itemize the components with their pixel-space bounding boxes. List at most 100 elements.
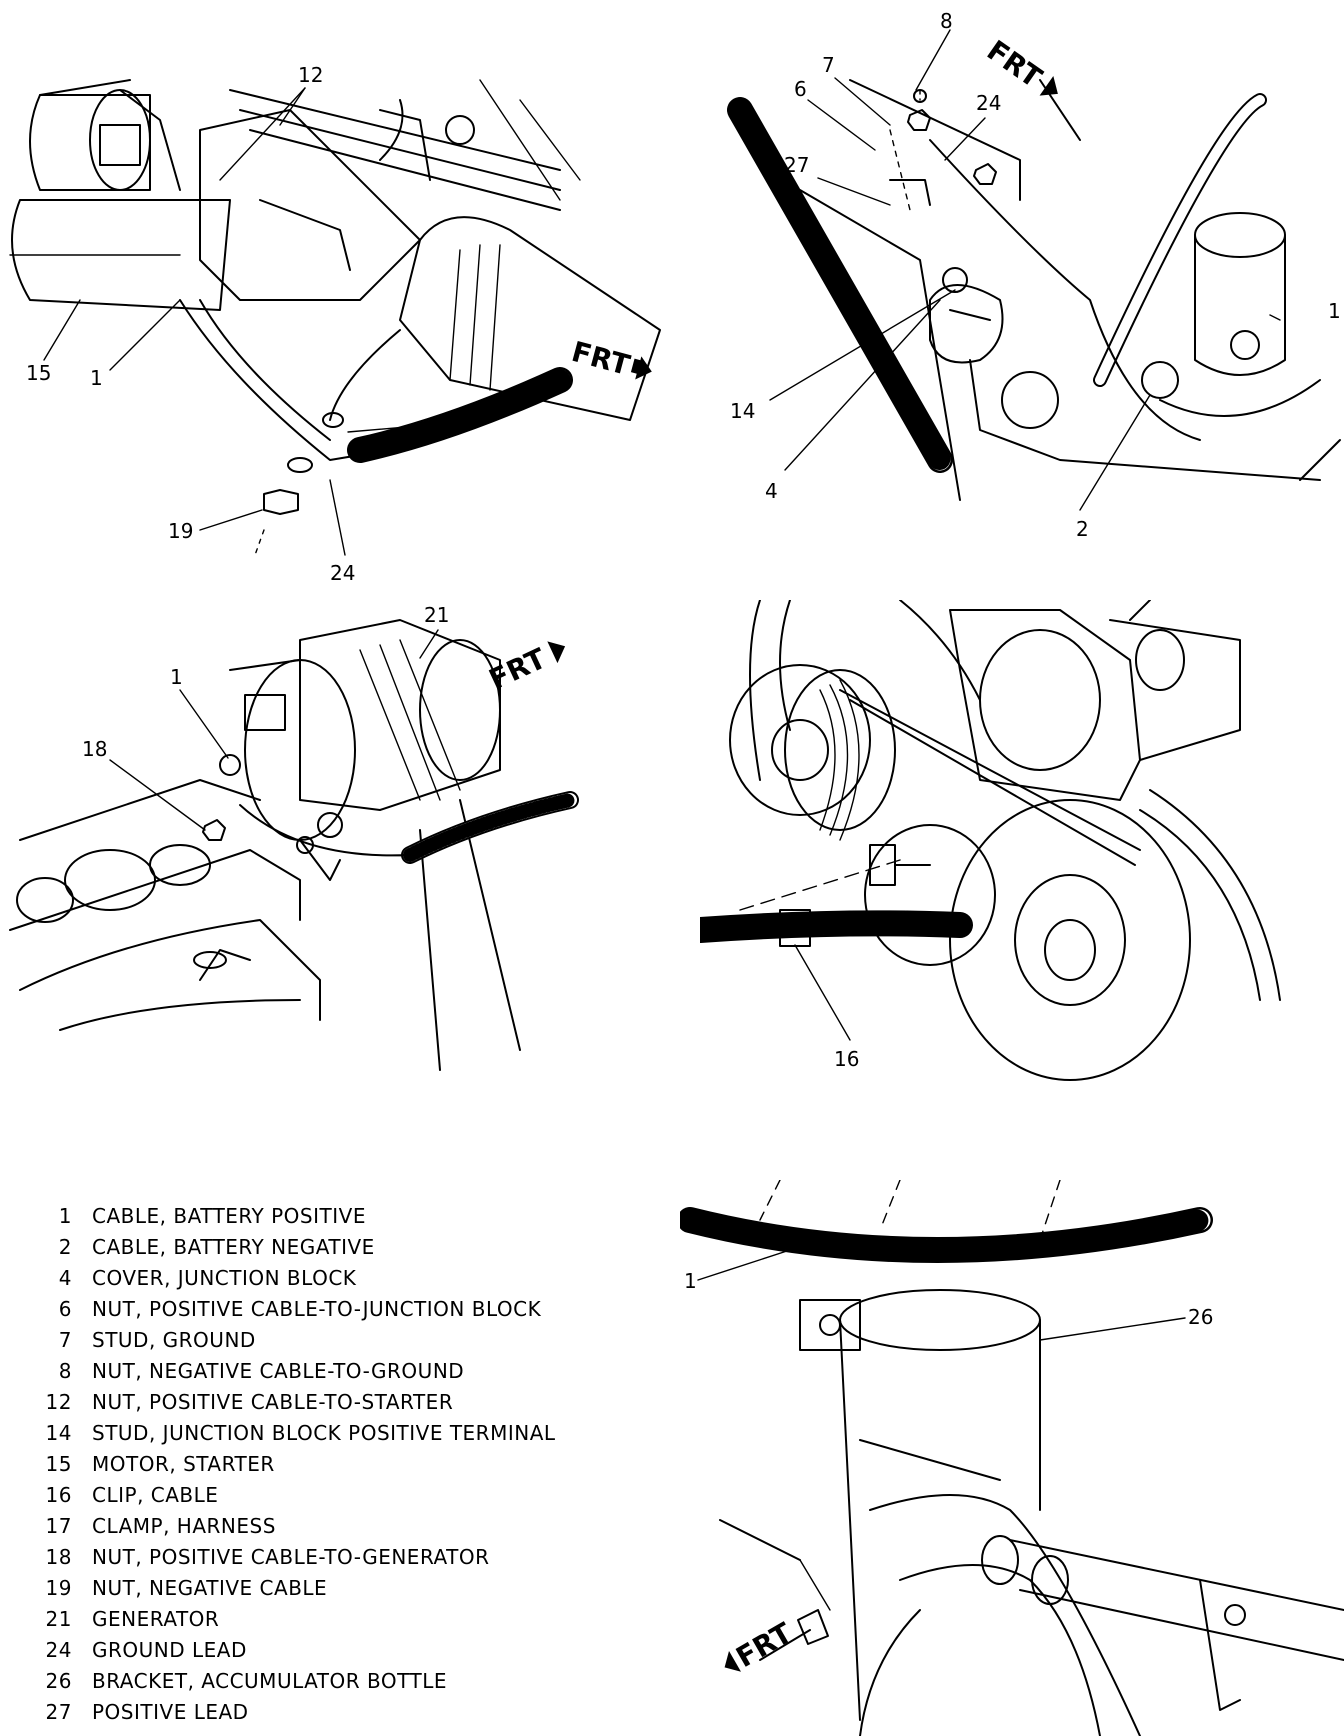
legend-item-number: 19 bbox=[45, 1575, 72, 1600]
frt-label: FRT bbox=[484, 642, 551, 697]
callout-1: 1 bbox=[1328, 299, 1341, 323]
callout-1: 1 bbox=[684, 1269, 697, 1293]
legend-item: 27 POSITIVE LEAD bbox=[20, 1696, 640, 1727]
legend-item-number: 27 bbox=[45, 1699, 72, 1724]
junction-illustration bbox=[727, 79, 1341, 501]
callout-14: 14 bbox=[730, 399, 755, 423]
legend-item-description: STUD, GROUND bbox=[92, 1327, 256, 1352]
legend-item: 12 NUT, POSITIVE CABLE-TO-STARTER bbox=[20, 1386, 640, 1417]
legend-item: 2 CABLE, BATTERY NEGATIVE bbox=[20, 1231, 640, 1262]
frt-indicator: FRT bbox=[724, 1616, 798, 1674]
legend-item-number: 7 bbox=[58, 1327, 72, 1352]
legend-item-number: 14 bbox=[45, 1420, 72, 1445]
legend-item-description: NUT, POSITIVE CABLE-TO-JUNCTION BLOCK bbox=[92, 1296, 542, 1321]
legend-item-description: COVER, JUNCTION BLOCK bbox=[92, 1265, 357, 1290]
legend-item-description: MOTOR, STARTER bbox=[92, 1451, 275, 1476]
callout-12: 12 bbox=[298, 63, 323, 87]
legend-item-description: CABLE, BATTERY NEGATIVE bbox=[92, 1234, 375, 1259]
callout-8: 8 bbox=[940, 9, 953, 33]
legend-item-description: CLIP, CABLE bbox=[92, 1482, 219, 1507]
callout-24: 24 bbox=[976, 91, 1001, 115]
junction-callouts: 8 7 6 24 27 1 14 4 2 bbox=[730, 9, 1341, 541]
panel-starter: FRT 12 15 1 17 19 24 bbox=[0, 0, 680, 590]
callout-6: 6 bbox=[794, 77, 807, 101]
starter-diagram: FRT 12 15 1 17 19 24 bbox=[9, 63, 661, 585]
callout-1: 1 bbox=[90, 366, 103, 390]
legend-item-description: NUT, POSITIVE CABLE-TO-GENERATOR bbox=[92, 1544, 490, 1569]
bracket-callouts: 1 26 bbox=[684, 1249, 1213, 1341]
legend-item-description: CLAMP, HARNESS bbox=[92, 1513, 276, 1538]
legend-item-number: 12 bbox=[45, 1389, 72, 1414]
callout-17: 17 bbox=[436, 411, 461, 435]
legend-item-number: 15 bbox=[45, 1451, 72, 1476]
bracket-illustration bbox=[680, 1180, 1344, 1736]
legend-item: 24 GROUND LEAD bbox=[20, 1634, 640, 1665]
legend-item-number: 21 bbox=[45, 1606, 72, 1631]
legend-item: 18 NUT, POSITIVE CABLE-TO-GENERATOR bbox=[20, 1541, 640, 1572]
legend-item-number: 8 bbox=[58, 1358, 72, 1383]
legend-item-description: CABLE, BATTERY POSITIVE bbox=[92, 1203, 366, 1228]
starter-motor-illustration bbox=[9, 79, 231, 311]
callout-2: 2 bbox=[1076, 517, 1089, 541]
starter-callouts: 12 15 1 17 19 24 bbox=[26, 63, 461, 585]
legend-item-description: NUT, NEGATIVE CABLE bbox=[92, 1575, 328, 1600]
parts-legend: 1 CABLE, BATTERY POSITIVE 2 CABLE, BATTERY … bbox=[20, 1200, 640, 1727]
cable-routing bbox=[179, 299, 573, 556]
legend-item-number: 24 bbox=[45, 1637, 72, 1662]
legend-item-description: NUT, POSITIVE CABLE-TO-STARTER bbox=[92, 1389, 454, 1414]
legend-item: 21 GENERATOR bbox=[20, 1603, 640, 1634]
callout-4: 4 bbox=[765, 479, 778, 503]
legend-item: 6 NUT, POSITIVE CABLE-TO-JUNCTION BLOCK bbox=[20, 1293, 640, 1324]
callout-21: 21 bbox=[424, 603, 449, 627]
legend-item-number: 17 bbox=[45, 1513, 72, 1538]
callout-16: 16 bbox=[834, 1047, 859, 1071]
legend-item-description: POSITIVE LEAD bbox=[92, 1699, 249, 1724]
legend-item-number: 1 bbox=[58, 1203, 72, 1228]
legend-item: 7 STUD, GROUND bbox=[20, 1324, 640, 1355]
legend-item: 8 NUT, NEGATIVE CABLE-TO-GROUND bbox=[20, 1355, 640, 1386]
frt-indicator: FRT bbox=[484, 641, 566, 697]
frt-label: FRT bbox=[981, 34, 1048, 95]
legend-item-number: 18 bbox=[45, 1544, 72, 1569]
panel-cable-clip: 16 bbox=[700, 600, 1344, 1160]
callout-27: 27 bbox=[784, 153, 809, 177]
legend-item: 16 CLIP, CABLE bbox=[20, 1479, 640, 1510]
legend-item-number: 6 bbox=[58, 1296, 72, 1321]
callout-26: 26 bbox=[1188, 1305, 1213, 1329]
generator-illustration bbox=[9, 619, 579, 1071]
frt-label: FRT bbox=[730, 1616, 797, 1674]
callout-15: 15 bbox=[26, 361, 51, 385]
legend-item-number: 4 bbox=[58, 1265, 72, 1290]
generator-callouts: 21 1 18 bbox=[82, 603, 449, 831]
callout-24: 24 bbox=[330, 561, 355, 585]
legend-item-description: GENERATOR bbox=[92, 1606, 220, 1631]
frt-label: FRT bbox=[568, 335, 633, 382]
callout-1: 1 bbox=[170, 665, 183, 689]
generator-diagram: FRT 21 1 18 bbox=[9, 603, 579, 1071]
legend-item-description: NUT, NEGATIVE CABLE-TO-GROUND bbox=[92, 1358, 465, 1383]
legend-item: 19 NUT, NEGATIVE CABLE bbox=[20, 1572, 640, 1603]
legend-item: 1 CABLE, BATTERY POSITIVE bbox=[20, 1200, 640, 1231]
legend-item: 15 MOTOR, STARTER bbox=[20, 1448, 640, 1479]
panel-accumulator-bracket: FRT 1 26 bbox=[680, 1180, 1344, 1736]
junction-block-diagram: FRT 8 7 6 24 27 1 14 4 2 bbox=[727, 9, 1341, 541]
legend-item: 4 COVER, JUNCTION BLOCK bbox=[20, 1262, 640, 1293]
callout-19: 19 bbox=[168, 519, 193, 543]
clip-callouts: 16 bbox=[794, 944, 859, 1071]
legend-item-number: 2 bbox=[58, 1234, 72, 1259]
legend-item-description: STUD, JUNCTION BLOCK POSITIVE TERMINAL bbox=[92, 1420, 556, 1445]
legend-item-description: BRACKET, ACCUMULATOR BOTTLE bbox=[92, 1668, 447, 1693]
callout-18: 18 bbox=[82, 737, 107, 761]
legend-item-number: 16 bbox=[45, 1482, 72, 1507]
accumulator-bracket-diagram: FRT 1 26 bbox=[680, 1180, 1344, 1736]
legend-item: 14 STUD, JUNCTION BLOCK POSITIVE TERMINAL bbox=[20, 1417, 640, 1448]
engine-illustration bbox=[199, 79, 661, 421]
cable-clip-diagram: 16 bbox=[700, 600, 1281, 1081]
legend-item: 17 CLAMP, HARNESS bbox=[20, 1510, 640, 1541]
legend-item-description: GROUND LEAD bbox=[92, 1637, 247, 1662]
panel-junction-block: FRT 8 7 6 24 27 1 14 4 2 bbox=[700, 0, 1344, 590]
panel-generator: FRT 21 1 18 bbox=[0, 600, 680, 1080]
legend-item-number: 26 bbox=[45, 1668, 72, 1693]
legend-item: 26 BRACKET, ACCUMULATOR BOTTLE bbox=[20, 1665, 640, 1696]
clip-illustration bbox=[700, 600, 1281, 1081]
